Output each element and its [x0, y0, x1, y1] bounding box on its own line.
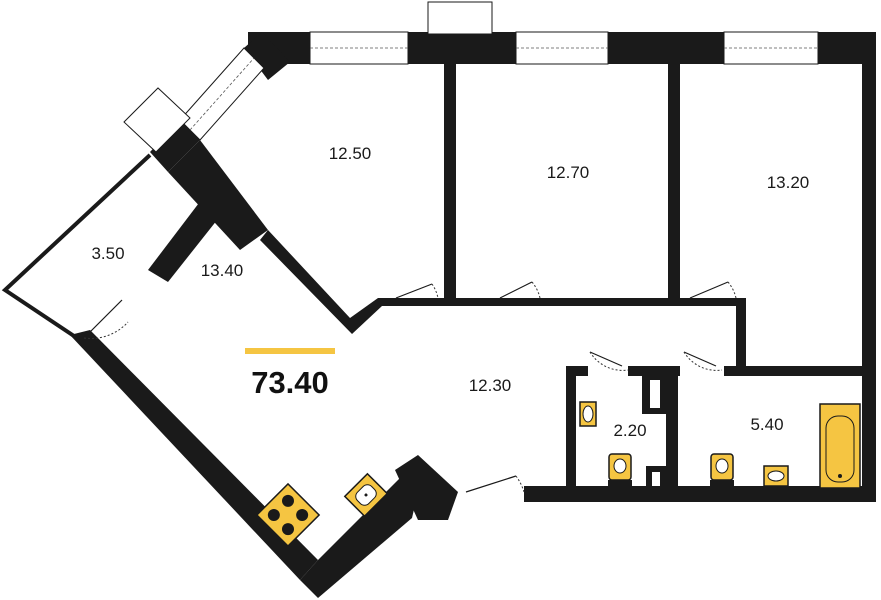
partition-wall — [736, 298, 746, 368]
corner-wall-top — [244, 32, 290, 80]
room-area-label: 13.40 — [201, 261, 244, 280]
wall-segment — [608, 32, 724, 64]
bottom-wall — [524, 486, 876, 502]
room-area-label: 12.70 — [547, 163, 590, 182]
niche-wall — [395, 455, 458, 520]
interior-walls — [260, 64, 864, 492]
ac-unit — [427, 1, 493, 35]
toilet-left-wall — [566, 366, 576, 492]
room-area-label: 12.50 — [329, 144, 372, 163]
bathroom-top-wall — [724, 366, 864, 376]
bath-divider-wall — [666, 366, 678, 492]
balcony-outline — [1, 153, 152, 342]
right-wall — [862, 32, 876, 502]
fixtures — [255, 401, 861, 548]
washbasin-icon — [579, 401, 597, 427]
room-area-label: 5.40 — [750, 415, 783, 434]
wall-segment — [408, 32, 516, 64]
kitchen-corridor-wall — [260, 230, 382, 334]
window — [179, 47, 265, 141]
toilet-icon — [608, 453, 632, 488]
total-area-accent-bar — [245, 348, 335, 354]
washbasin-icon — [763, 465, 789, 487]
corridor-wall — [378, 298, 742, 306]
room-labels: 12.50 12.70 13.20 3.50 13.40 12.30 2.20 … — [91, 144, 809, 440]
ac-unit — [123, 87, 191, 153]
room-area-label: 2.20 — [613, 421, 646, 440]
partition-wall — [668, 64, 680, 300]
total-area: 73.40 — [251, 365, 329, 400]
window — [309, 31, 409, 65]
wall-segment — [818, 32, 862, 64]
toilet-icon — [710, 453, 734, 488]
corner-wall — [150, 120, 200, 172]
diagonal-wall-bottom — [70, 330, 318, 580]
kitchen-upper-wall — [168, 140, 268, 250]
room-area-label: 3.50 — [91, 244, 124, 263]
room-area-label: 12.30 — [469, 376, 512, 395]
windows — [123, 1, 819, 153]
kitchen-bottom-wall — [300, 478, 418, 598]
kitchen-sink-icon — [343, 472, 389, 518]
doors — [83, 281, 737, 493]
balcony-divider-wall — [148, 195, 225, 282]
stove-icon — [255, 482, 321, 548]
exterior-walls — [1, 32, 876, 598]
room-area-label: 13.20 — [767, 173, 810, 192]
toilet-top-wall — [628, 366, 680, 376]
toilet-top-wall — [566, 366, 588, 376]
bathtub-icon — [819, 403, 861, 489]
partition-wall — [444, 64, 456, 300]
